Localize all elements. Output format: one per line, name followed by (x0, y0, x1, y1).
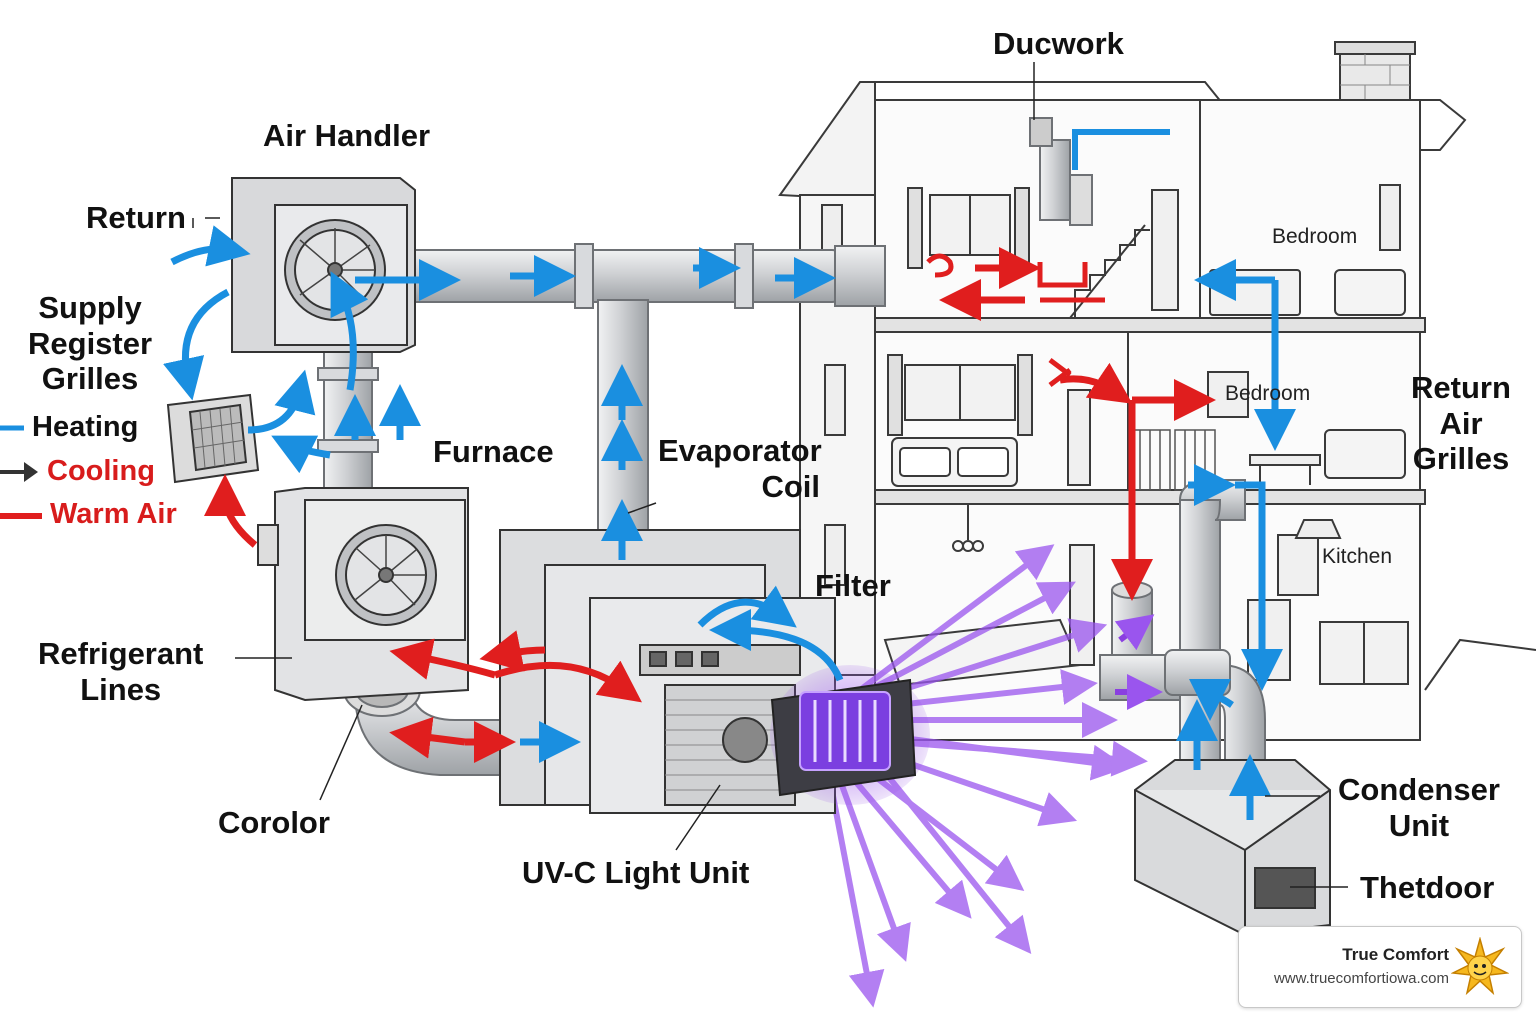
supply-register-grilles-label: Supply Register Grilles (28, 290, 153, 397)
star-sun-mascot-icon (1451, 937, 1509, 996)
kitchen-label: Kitchen (1322, 545, 1393, 568)
return-air-grilles-label: Return Air Grilles (1411, 370, 1511, 477)
legend-heating: Heating (32, 411, 139, 443)
ductwork-label: Ducwork (993, 26, 1124, 61)
furnace-label: Furnace (433, 434, 554, 469)
condenser-unit-label: Condenser Unit (1338, 772, 1500, 843)
brand-name: True Comfort (1342, 945, 1449, 964)
heating-arrows (163, 225, 1296, 820)
uv-flow (1114, 614, 1163, 710)
legend-swatches (0, 425, 42, 519)
thetdoor-label: Thetdoor (1360, 870, 1495, 905)
return-label: Return (86, 200, 186, 235)
legend-warm-air: Warm Air (50, 498, 177, 530)
uvc-light-unit-label: UV-C Light Unit (522, 855, 750, 890)
warm-air-marks (926, 253, 1105, 387)
heating-duct-lines (1072, 129, 1170, 170)
supply-grille (166, 393, 260, 484)
condenser-box (1134, 759, 1331, 937)
furnace-unit (257, 487, 469, 702)
air-handler-label: Air Handler (263, 118, 431, 153)
corolor-label: Corolor (218, 805, 330, 840)
brand-card[interactable]: True Comfort www.truecomfortiowa.com (1238, 926, 1522, 1008)
refrigerant-lines-label: Refrigerant Lines (38, 636, 204, 707)
brand-url[interactable]: www.truecomfortiowa.com (1273, 970, 1449, 987)
evaporator-coil-label: Evaporator Coil (658, 433, 822, 504)
legend-cooling: Cooling (47, 455, 155, 487)
warm-air-arrows (204, 247, 1216, 763)
bedroom-upper-label: Bedroom (1272, 225, 1358, 248)
leader-lines (192, 62, 1348, 888)
air-handler-unit (231, 177, 416, 353)
bedroom-middle-label: Bedroom (1225, 382, 1311, 405)
filter-label: Filter (815, 568, 891, 603)
uvc-light (770, 665, 930, 805)
